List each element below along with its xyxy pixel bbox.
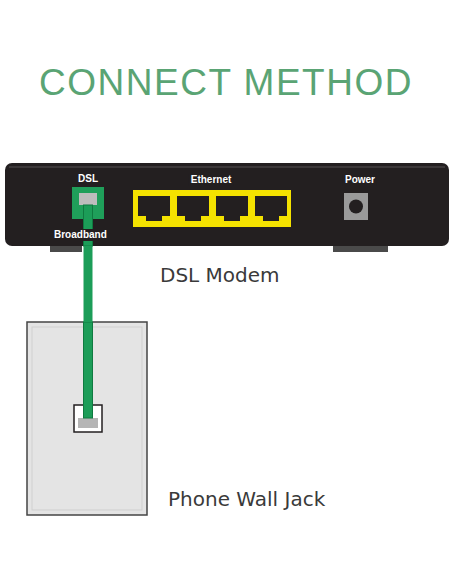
- ethernet-port: [216, 196, 248, 221]
- phone-cable: [84, 246, 93, 322]
- port-label: DSL: [76, 173, 100, 185]
- device-label: DSL Modem: [160, 263, 280, 287]
- cable: [84, 322, 93, 418]
- wall-plate: [27, 322, 147, 515]
- device-label: Phone Wall Jack: [168, 487, 325, 511]
- power-jack: [344, 193, 368, 220]
- ethernet-port: [138, 196, 170, 221]
- ethernet-block: [133, 190, 291, 227]
- port-label: Ethernet: [189, 174, 234, 186]
- modem-body: [5, 163, 449, 246]
- port-label: Power: [343, 174, 377, 186]
- ethernet-port: [177, 196, 209, 221]
- ethernet-port: [255, 196, 287, 221]
- modem-node: DSL ModemDSLEthernetPowerBroadband: [5, 163, 449, 246]
- dsl-port-inner: [79, 193, 97, 205]
- port-label: Broadband: [52, 229, 109, 241]
- wall-jack-node: Phone Wall Jack: [27, 322, 147, 515]
- modem-rim: [9, 166, 445, 168]
- phone-jack-inner: [78, 418, 98, 428]
- title: CONNECT METHOD: [0, 62, 452, 104]
- power-hole: [349, 200, 363, 214]
